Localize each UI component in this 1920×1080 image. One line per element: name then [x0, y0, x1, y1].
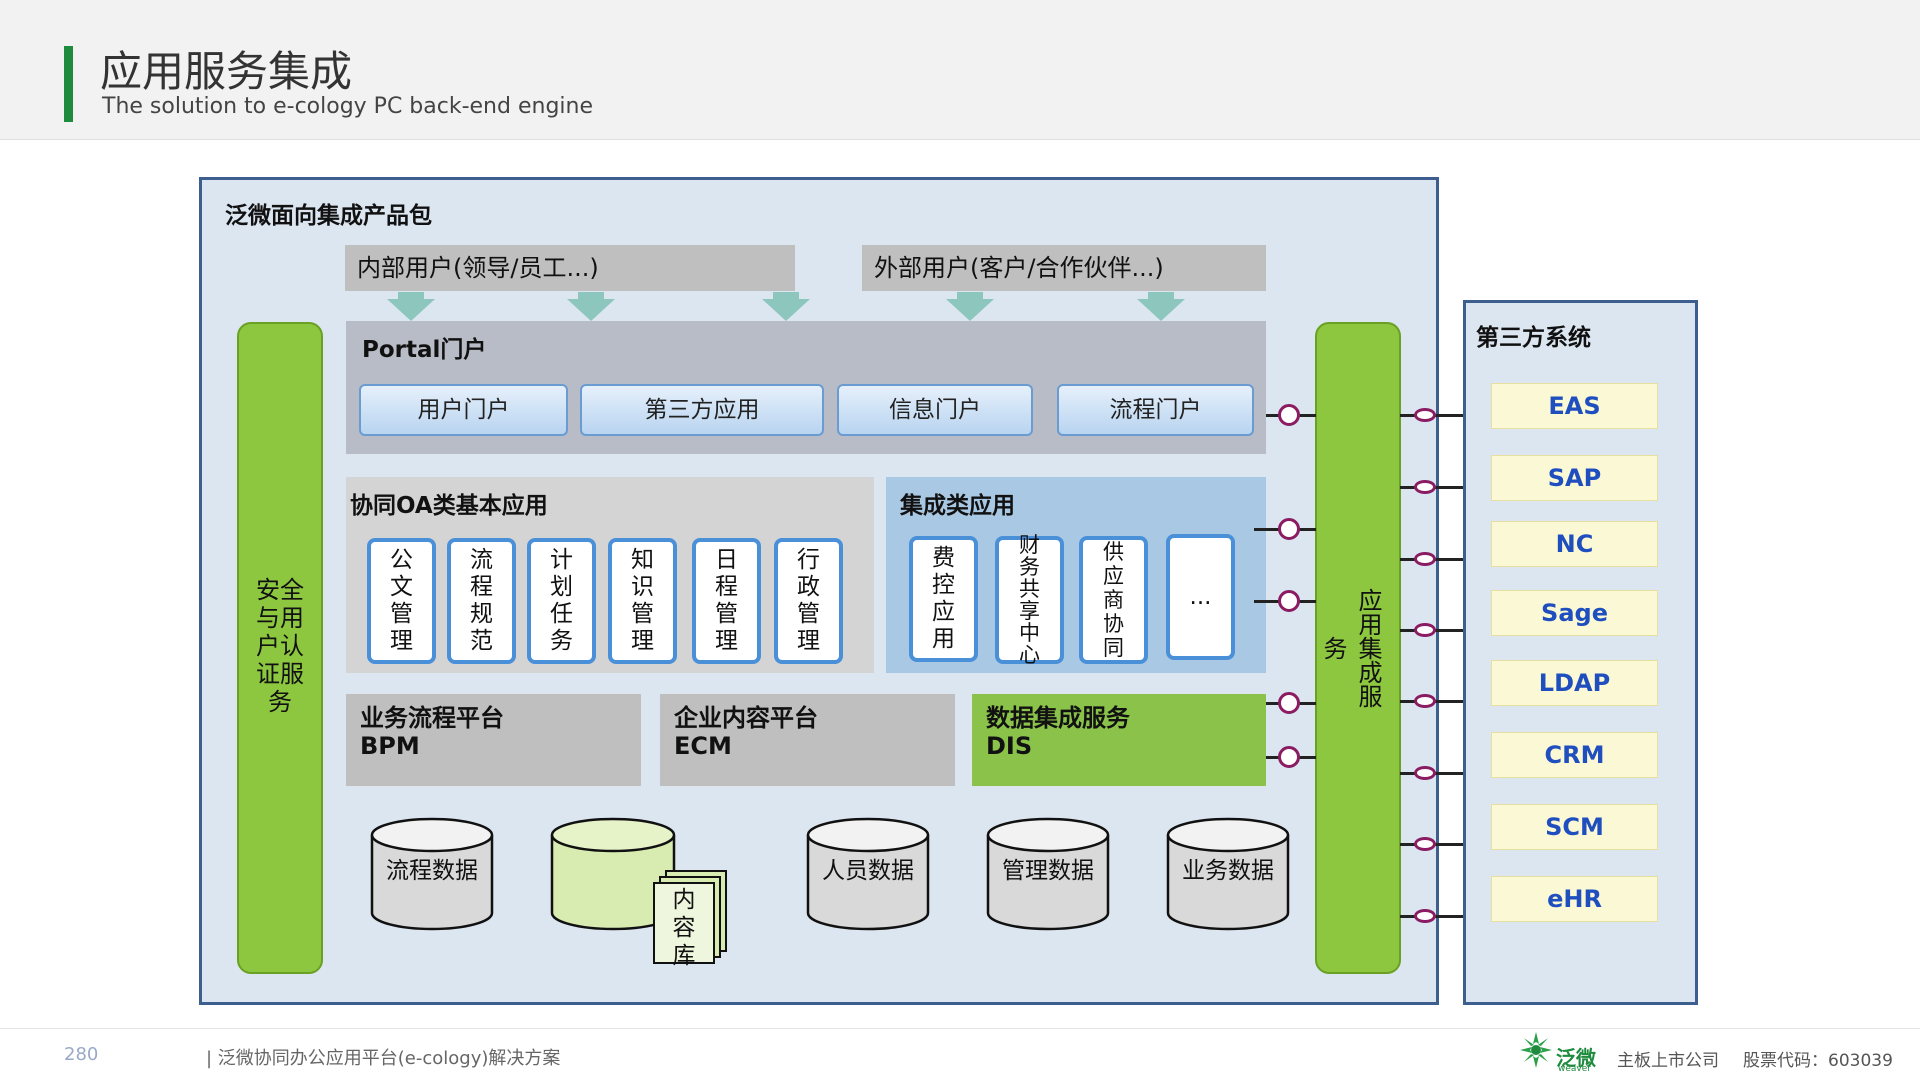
db-personnel-label: 人员数据 — [822, 858, 914, 884]
third-party-item[interactable]: CRM — [1491, 732, 1658, 778]
ecm-platform: 企业内容平台 ECM — [660, 694, 955, 786]
page-subtitle: The solution to e-cology PC back-end eng… — [102, 94, 593, 119]
header-band — [0, 0, 1920, 140]
external-users-bar: 外部用户(客户/合作伙伴...) — [862, 245, 1266, 291]
interface-circle-icon — [1414, 408, 1436, 422]
security-auth-bar — [237, 322, 323, 974]
footer-text: | 泛微协同办公应用平台(e-cology)解决方案 — [206, 1048, 561, 1069]
interface-circle-icon — [1414, 552, 1436, 566]
portal-button-user[interactable]: 用户门户 — [359, 384, 568, 436]
oa-app-card[interactable]: 流程规范 — [447, 538, 516, 664]
third-party-item[interactable]: SCM — [1491, 804, 1658, 850]
down-arrow-icon — [578, 292, 604, 300]
down-arrow-icon — [762, 299, 810, 321]
database-cylinder-icon — [1166, 817, 1290, 931]
third-party-item[interactable]: SAP — [1491, 455, 1658, 501]
down-arrow-icon — [946, 299, 994, 321]
interface-circle-icon — [1278, 590, 1300, 612]
third-party-item[interactable]: EAS — [1491, 383, 1658, 429]
interface-circle-icon — [1278, 746, 1300, 768]
logo-subtext: weaver — [1558, 1064, 1591, 1074]
app-integration-bar — [1315, 322, 1401, 974]
third-party-item[interactable]: eHR — [1491, 876, 1658, 922]
page-number: 280 — [64, 1044, 99, 1065]
db-content-label: 内容库 — [672, 887, 696, 969]
down-arrow-icon — [1148, 292, 1174, 300]
portal-title: Portal门户 — [362, 337, 487, 363]
interface-circle-icon — [1414, 909, 1436, 923]
third-party-title: 第三方系统 — [1476, 325, 1591, 351]
database-cylinder-icon — [370, 817, 494, 931]
db-business-label: 业务数据 — [1182, 858, 1274, 884]
interface-circle-icon — [1414, 480, 1436, 494]
internal-users-bar: 内部用户(领导/员工...) — [345, 245, 795, 291]
down-arrow-icon — [387, 299, 435, 321]
down-arrow-icon — [957, 292, 983, 300]
portal-button-third-party[interactable]: 第三方应用 — [580, 384, 824, 436]
logo-text: 泛微 — [1556, 1046, 1596, 1070]
integration-app-card[interactable]: 费控应用 — [909, 536, 978, 662]
interface-circle-icon — [1278, 518, 1300, 540]
bpm-platform: 业务流程平台 BPM — [346, 694, 641, 786]
interface-circle-icon — [1414, 837, 1436, 851]
interface-circle-icon — [1414, 694, 1436, 708]
db-process-label: 流程数据 — [386, 858, 478, 884]
integration-app-card-more[interactable]: ... — [1166, 534, 1235, 660]
third-party-item[interactable]: NC — [1491, 521, 1658, 567]
oa-app-card[interactable]: 知识管理 — [608, 538, 677, 664]
oa-app-card[interactable]: 行政管理 — [774, 538, 843, 664]
interface-circle-icon — [1278, 404, 1300, 426]
database-cylinder-icon — [806, 817, 930, 931]
third-party-item[interactable]: Sage — [1491, 590, 1658, 636]
down-arrow-icon — [773, 292, 799, 300]
interface-circle-icon — [1414, 766, 1436, 780]
oa-apps-title: 协同OA类基本应用 — [350, 493, 548, 519]
portal-button-process[interactable]: 流程门户 — [1057, 384, 1254, 436]
package-title: 泛微面向集成产品包 — [225, 203, 432, 229]
security-auth-label: 安全与用户认证服务 — [256, 576, 304, 716]
integration-app-card[interactable]: 供应商协同 — [1079, 536, 1148, 664]
app-integration-label: 应用集成服务 — [1319, 588, 1382, 708]
oa-app-card[interactable]: 日程管理 — [692, 538, 761, 664]
stock-code-text: 股票代码：603039 — [1743, 1051, 1893, 1071]
dis-platform: 数据集成服务 DIS — [972, 694, 1266, 786]
weaver-logo-icon — [1520, 1032, 1552, 1068]
portal-button-info[interactable]: 信息门户 — [837, 384, 1033, 436]
content-store-icon — [550, 817, 727, 964]
footer-divider — [0, 1028, 1920, 1029]
interface-circle-icon — [1414, 623, 1436, 637]
interface-circle-icon — [1278, 692, 1300, 714]
oa-app-card[interactable]: 公文管理 — [367, 538, 436, 664]
database-cylinder-icon — [986, 817, 1110, 931]
third-party-item[interactable]: LDAP — [1491, 660, 1658, 706]
oa-app-card[interactable]: 计划任务 — [527, 538, 596, 664]
integration-apps-title: 集成类应用 — [900, 493, 1015, 519]
title-accent-bar — [64, 46, 73, 122]
down-arrow-icon — [567, 299, 615, 321]
down-arrow-icon — [398, 292, 424, 300]
db-management-label: 管理数据 — [1002, 858, 1094, 884]
page-title: 应用服务集成 — [100, 47, 353, 96]
down-arrow-icon — [1137, 299, 1185, 321]
integration-app-card[interactable]: 财务共享中心 — [995, 534, 1064, 666]
listed-company-text: 主板上市公司 — [1617, 1051, 1719, 1071]
